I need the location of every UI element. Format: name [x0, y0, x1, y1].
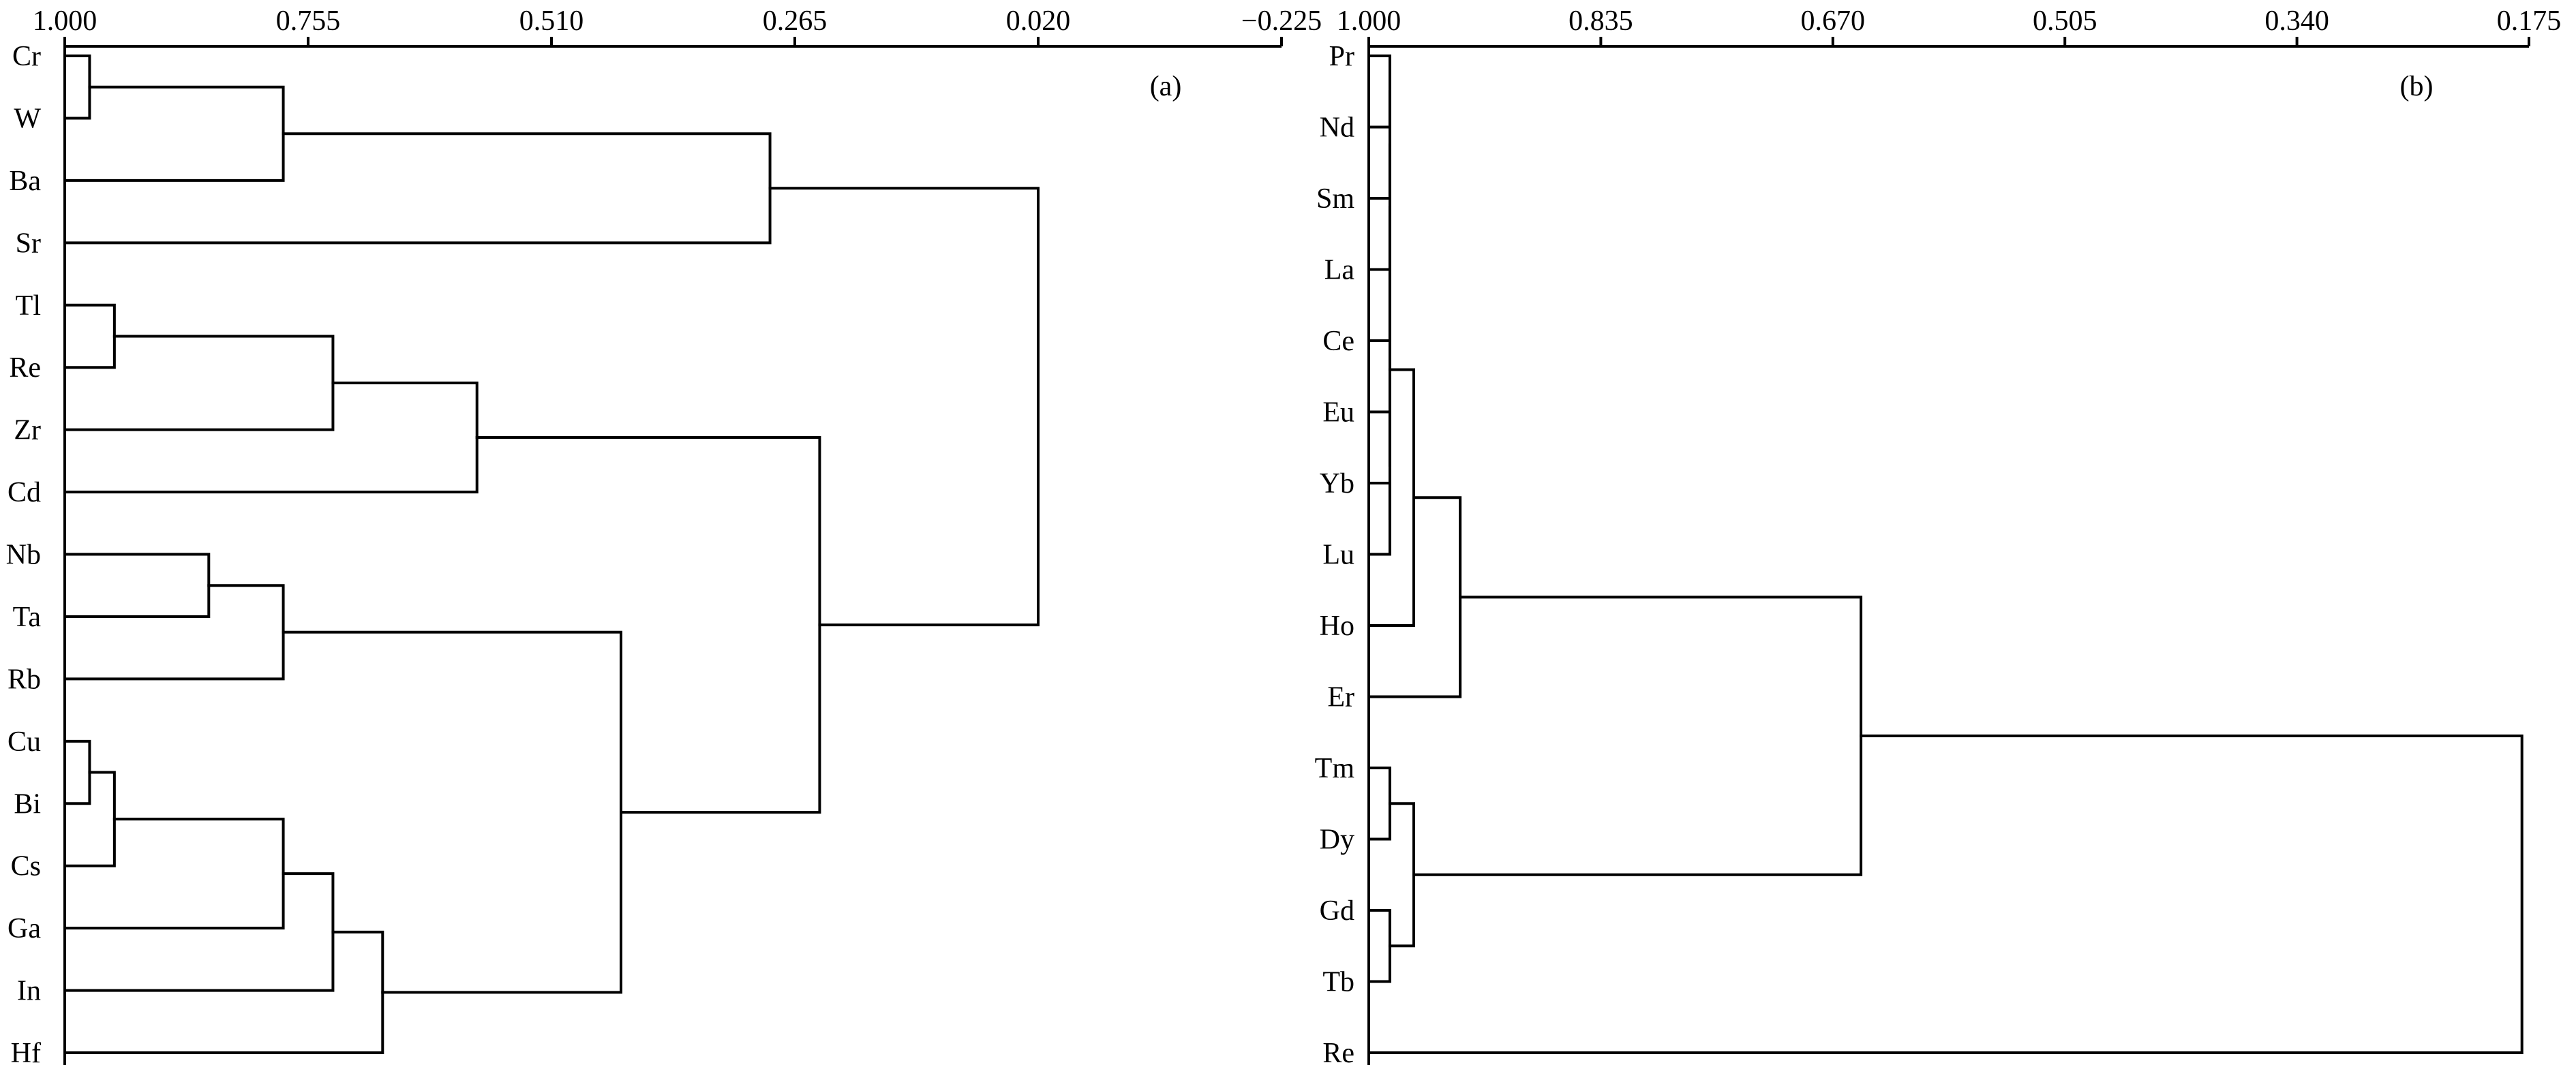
dendrogram-link — [1367, 735, 2524, 1054]
dendrogram-link — [1367, 90, 1391, 200]
dendrogram-link — [63, 132, 772, 245]
leaf-label: Eu — [1322, 397, 1354, 429]
leaf-label: Tm — [1315, 753, 1355, 784]
leaf-label: Ga — [7, 913, 41, 944]
x-tick-label: 0.175 — [2497, 5, 2562, 37]
panel-label-a: (a) — [1150, 71, 1182, 102]
dendrogram-link — [1367, 368, 1416, 627]
leaf-label: Tb — [1322, 967, 1354, 998]
x-tick-label: −0.225 — [1241, 5, 1322, 37]
leaf-label: Zr — [14, 415, 41, 446]
dendrogram-link — [1367, 143, 1391, 271]
leaf-label: Sm — [1316, 183, 1354, 215]
dendrogram-link — [1367, 206, 1391, 342]
x-tick-label: 0.670 — [1801, 5, 1866, 37]
x-tick-label: 0.265 — [763, 5, 828, 37]
dendrogram-link — [1367, 909, 1391, 983]
dendrogram-link — [63, 930, 384, 1054]
leaf-label: W — [14, 103, 41, 134]
dendrogram-link — [63, 553, 211, 618]
leaf-label: Nb — [6, 540, 41, 571]
leaf-label: Cr — [12, 41, 41, 72]
leaf-label: Bi — [14, 788, 41, 820]
dendrogram-link — [475, 436, 821, 814]
leaf-label: In — [17, 976, 41, 1007]
leaf-label: Ba — [9, 166, 41, 197]
panel-label-b: (b) — [2400, 71, 2434, 102]
x-tick-label: 0.340 — [2264, 5, 2329, 37]
leaf-label: Ce — [1322, 326, 1354, 357]
leaf-label: Ta — [13, 602, 42, 633]
leaf-label: Er — [1327, 682, 1354, 713]
dendrogram-link — [63, 55, 91, 120]
x-tick-label: 1.000 — [33, 5, 97, 37]
dendrogram-link — [63, 872, 335, 992]
leaf-label: Re — [9, 352, 41, 384]
leaf-label: Lu — [1322, 540, 1354, 571]
leaf-label: Dy — [1320, 824, 1354, 856]
dendrogram-link — [1388, 802, 1416, 948]
x-tick-label: 0.505 — [2033, 5, 2097, 37]
leaf-label: Re — [1322, 1038, 1354, 1065]
dendrogram-link — [1367, 410, 1391, 521]
leaf-label: Pr — [1329, 41, 1354, 72]
dendrogram-link — [63, 85, 285, 182]
leaf-label: Cs — [11, 851, 41, 882]
x-tick-label: 0.835 — [1569, 5, 1633, 37]
x-tick-label: 0.755 — [276, 5, 341, 37]
dendrogram-link — [768, 187, 1040, 627]
leaf-label: Ho — [1320, 611, 1354, 642]
dendrogram-link — [1367, 767, 1391, 841]
x-tick-label: 1.000 — [1337, 5, 1401, 37]
leaf-label: Cd — [7, 477, 41, 508]
dendrogram-link — [1367, 55, 1391, 129]
leaf-label: Nd — [1320, 112, 1354, 144]
dendrogram-panel-b: (b) 1.000 0.835 0.670 0.505 0.340 0.175PrNdSm… — [1315, 5, 2562, 1065]
x-tick-label: 0.510 — [519, 5, 584, 37]
leaf-label: Yb — [1320, 468, 1354, 499]
dendrogram-link — [63, 303, 116, 369]
dendrogram-link — [1367, 482, 1391, 556]
x-tick-label: 0.020 — [1006, 5, 1071, 37]
leaf-label: La — [1324, 255, 1355, 286]
leaf-label: Cu — [7, 726, 41, 758]
leaf-label: Rb — [7, 664, 41, 695]
leaf-label: Hf — [11, 1038, 41, 1065]
dendrogram-link — [1412, 596, 1863, 876]
leaf-label: Tl — [16, 290, 41, 322]
dendrogram-link — [63, 584, 285, 681]
leaf-label: Gd — [1320, 895, 1354, 927]
dendrogram-link — [63, 335, 335, 431]
leaf-label: Sr — [16, 228, 41, 259]
dendrogram-link — [63, 739, 91, 805]
dendrogram-link — [63, 382, 479, 494]
dendrogram-link — [63, 818, 285, 930]
